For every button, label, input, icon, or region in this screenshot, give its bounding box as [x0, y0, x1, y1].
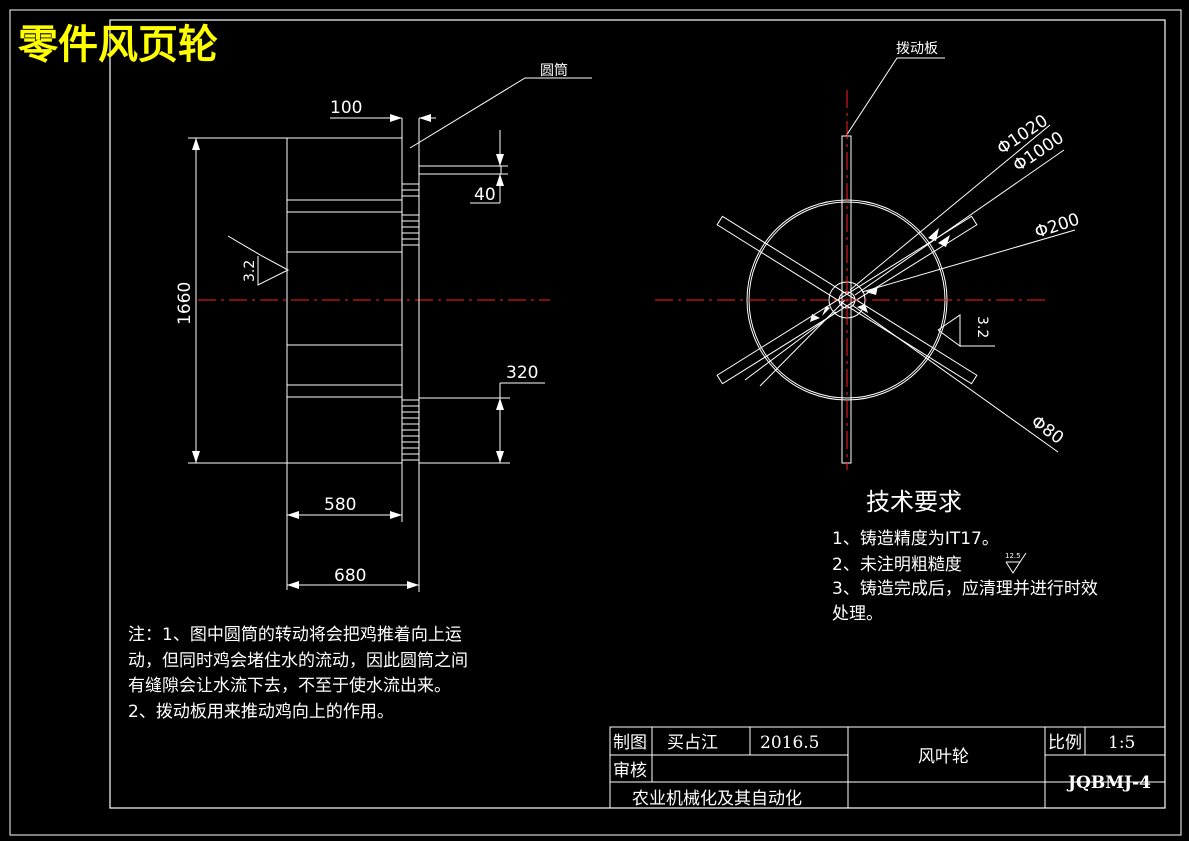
left-arrow-leader-1: [744, 311, 837, 381]
left-roughness-value: 3.2: [242, 260, 258, 282]
drawing-title: 零件风页轮: [18, 22, 218, 68]
outer-frame: [9, 9, 1182, 836]
title-block: [609, 726, 1166, 809]
tb-check-label: 审核: [613, 761, 647, 781]
tech-req-heading: 技术要求: [866, 488, 962, 516]
tube-leader: [409, 77, 592, 149]
right-view: [716, 57, 1076, 464]
tech-roughness-symbol: [1005, 552, 1027, 574]
left-view: [198, 118, 550, 464]
note-line-3: 有缝隙会让水流下去，不至于使水流出来。: [128, 675, 451, 696]
right-center-lines: [655, 90, 1050, 470]
right-roughness-value: 3.2: [974, 316, 990, 338]
note-line-1: 注：1、图中圆筒的转动将会把鸡推着向上运: [128, 625, 462, 645]
tech-roughness-value: 12.5: [1005, 552, 1021, 560]
dim-phi80-text: Φ80: [1027, 412, 1067, 449]
tb-drawing-no: JQBMJ-4: [1066, 773, 1151, 793]
left-arrows: [192, 114, 504, 589]
dim-phi200-text: Φ200: [1032, 210, 1082, 243]
diagonal-plate-1: [716, 215, 978, 385]
tube-label: 圆筒: [540, 62, 568, 79]
note-line-2: 动，但同时鸡会堵住水的流动，因此圆筒之间: [128, 651, 468, 671]
tube-fingers: [402, 183, 419, 461]
tb-date: 2016.5: [760, 733, 819, 753]
phi1000-leader: [854, 149, 1065, 296]
tb-drawn-name: 买占江: [667, 733, 718, 753]
tech-req-item-1: 1、铸造精度为IT17。: [832, 529, 999, 549]
tb-drawn-label: 制图: [613, 733, 647, 753]
tb-scale-label: 比例: [1048, 733, 1082, 753]
dim-1660-text: 1660: [175, 282, 195, 325]
tb-part-name: 风叶轮: [918, 747, 969, 767]
tech-req-item-3: 3、铸造完成后，应清理并进行时效: [832, 579, 1098, 599]
dim-580-text: 580: [324, 495, 356, 515]
tb-scale-value: 1:5: [1108, 733, 1135, 753]
right-roughness-symbol: [937, 314, 961, 347]
lower-blade-block: [286, 344, 403, 398]
tb-org: 农业机械化及其自动化: [632, 789, 802, 809]
plate-label: 拨动板: [896, 41, 938, 57]
plate-leader: [845, 57, 945, 137]
dim-100-text: 100: [330, 98, 362, 118]
left-arrow-leader-2: [759, 299, 846, 387]
dim-680-text: 680: [334, 566, 366, 586]
dim-40-text: 40: [474, 185, 496, 205]
tube-slot: [418, 165, 502, 175]
tech-req-item-4: 处理。: [832, 604, 883, 624]
phi200-leader: [861, 229, 1076, 293]
right-arrows: [810, 228, 950, 322]
tech-req-item-2: 2、未注明粗糙度: [832, 555, 962, 575]
upper-blade-block: [286, 199, 403, 253]
diagonal-plate-2: [716, 215, 978, 385]
dim-320-text: 320: [506, 363, 538, 383]
left-dimensions: [188, 77, 592, 592]
left-roughness-symbol: [227, 235, 290, 286]
phi80-leader: [851, 304, 1059, 453]
phi1020-leader: [849, 124, 1051, 291]
note-line-4: 2、拨动板用来推动鸡向上的作用。: [128, 702, 394, 722]
